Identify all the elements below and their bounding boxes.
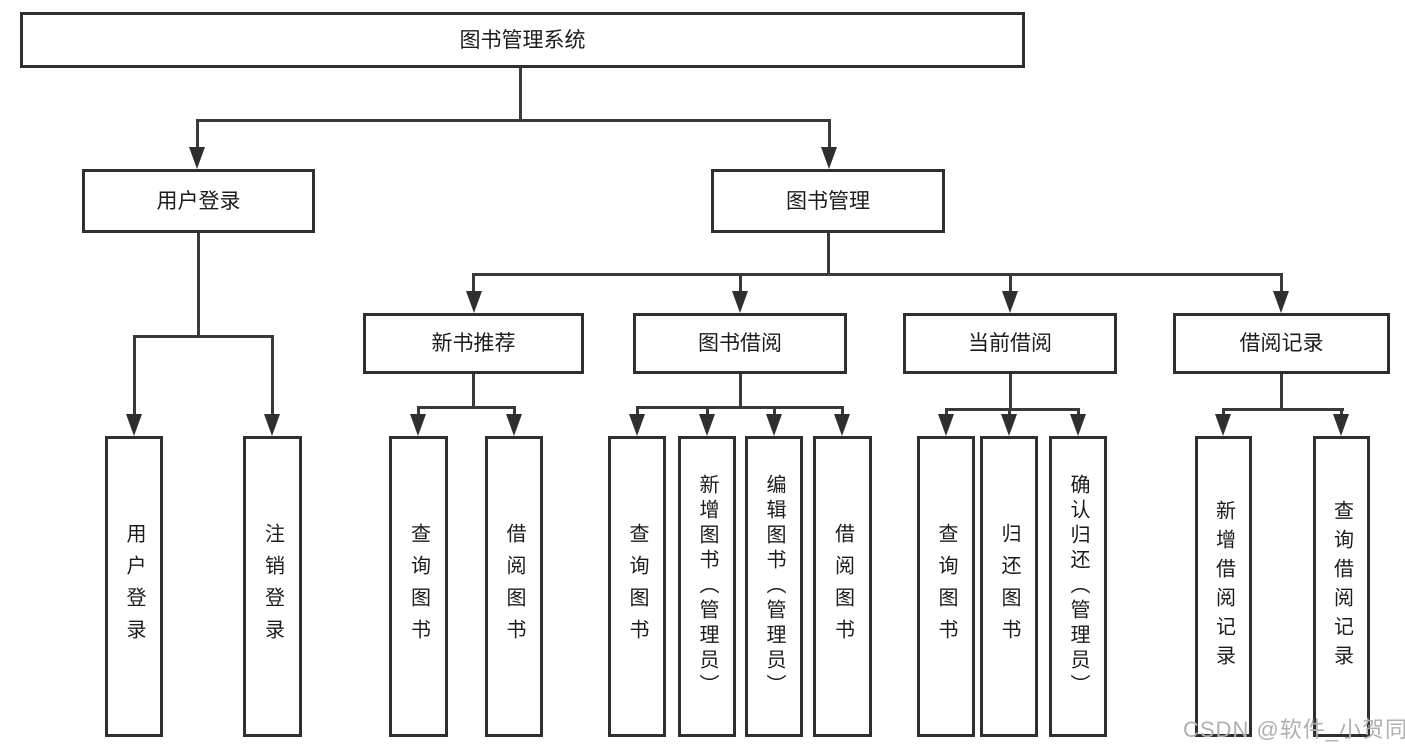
arrow-borrow-records-child-1: [1215, 414, 1231, 436]
connector-borrow-records-branch: [1222, 408, 1344, 411]
node-book-management: 图书管理: [711, 169, 945, 233]
leaf-borrow-books-recommend-label: 借阅图书: [503, 522, 525, 651]
arrow-book-borrow-child-3: [766, 414, 782, 436]
connector-book-borrow-drop-3: [773, 406, 776, 416]
connector-borrow-records-drop-1: [1222, 408, 1225, 416]
connector-root-right-drop: [828, 119, 831, 149]
leaf-edit-books-admin-label: 编辑图书（管理员）: [763, 474, 785, 699]
connector-user-login-drop-2: [271, 335, 274, 416]
arrow-book-borrow-child-4: [834, 414, 850, 436]
arrow-book-borrow-child-1: [629, 414, 645, 436]
node-book-borrow-label: 图书借阅: [698, 332, 782, 355]
leaf-confirm-return-admin-label: 确认归还（管理员）: [1067, 474, 1089, 699]
node-borrow-records-label: 借阅记录: [1239, 332, 1324, 355]
connector-new-book-drop-1: [417, 406, 420, 416]
leaf-borrow-books: 借阅图书: [813, 436, 872, 737]
leaf-user-login: 用户登录: [105, 436, 163, 737]
connector-book-borrow-drop-2: [706, 406, 709, 416]
connector-current-borrow-drop-1: [945, 408, 948, 416]
leaf-query-books-recommend-label: 查询图书: [407, 522, 430, 651]
connector-drop-new-book: [472, 273, 475, 293]
connector-book-borrow-stem: [739, 374, 742, 409]
arrow-new-book-child-1: [410, 414, 426, 436]
leaf-add-books-admin: 新增图书（管理员）: [678, 436, 736, 737]
leaf-query-books-current-label: 查询图书: [935, 522, 957, 651]
leaf-query-books-borrow-label: 查询图书: [626, 522, 648, 651]
arrow-to-book-management: [821, 147, 837, 169]
arrow-to-current-borrow: [1002, 291, 1018, 313]
arrow-to-leaf-logout: [264, 414, 280, 436]
leaf-add-books-admin-label: 新增图书（管理员）: [696, 474, 718, 699]
node-current-borrow-label: 当前借阅: [968, 332, 1052, 355]
leaf-query-borrow-record: 查询借阅记录: [1313, 436, 1370, 737]
connector-new-book-drop-2: [513, 406, 516, 416]
csdn-watermark: CSDN @软件_小贺同学: [1183, 717, 1405, 742]
leaf-confirm-return-admin: 确认归还（管理员）: [1049, 436, 1107, 737]
node-root: 图书管理系统: [20, 12, 1025, 68]
connector-drop-current-borrow: [1009, 273, 1012, 293]
node-book-management-label: 图书管理: [786, 189, 870, 213]
arrow-borrow-records-child-2: [1333, 414, 1349, 436]
connector-current-borrow-stem: [1009, 374, 1012, 411]
connector-root-stem: [519, 68, 522, 119]
arrow-book-borrow-child-2: [699, 414, 715, 436]
node-current-borrow: 当前借阅: [903, 313, 1117, 374]
connector-new-book-branch: [417, 406, 516, 409]
node-user-login: 用户登录: [82, 169, 315, 233]
node-book-borrow: 图书借阅: [633, 313, 847, 374]
arrow-to-borrow-records: [1273, 291, 1289, 313]
leaf-query-books-borrow: 查询图书: [608, 436, 666, 737]
connector-user-login-branch: [133, 335, 274, 338]
node-borrow-records: 借阅记录: [1173, 313, 1390, 374]
leaf-edit-books-admin: 编辑图书（管理员）: [745, 436, 803, 737]
leaf-query-books-current: 查询图书: [917, 436, 975, 737]
leaf-logout: 注销登录: [243, 436, 302, 737]
connector-current-borrow-drop-2: [1008, 408, 1011, 416]
leaf-query-books-recommend: 查询图书: [389, 436, 448, 737]
leaf-return-books-label: 归还图书: [998, 522, 1020, 651]
arrow-to-leaf-user-login: [126, 414, 142, 436]
arrow-to-user-login: [189, 147, 205, 169]
connector-drop-book-borrow: [739, 273, 742, 293]
arrow-current-borrow-child-3: [1070, 414, 1086, 436]
connector-root-branch: [196, 119, 831, 122]
arrow-current-borrow-child-2: [1001, 414, 1017, 436]
connector-root-left-drop: [196, 119, 199, 149]
arrow-new-book-child-2: [506, 414, 522, 436]
leaf-return-books: 归还图书: [980, 436, 1038, 737]
node-user-login-label: 用户登录: [156, 189, 241, 213]
leaf-user-login-label: 用户登录: [123, 522, 145, 651]
connector-book-borrow-drop-4: [841, 406, 844, 416]
connector-book-mgmt-stem: [827, 233, 830, 276]
node-new-book-recommend-label: 新书推荐: [431, 332, 516, 355]
leaf-borrow-books-label: 借阅图书: [831, 522, 854, 651]
connector-user-login-stem: [197, 233, 200, 338]
leaf-logout-label: 注销登录: [261, 522, 284, 651]
leaf-add-borrow-record: 新增借阅记录: [1195, 436, 1252, 737]
arrow-to-book-borrow: [732, 291, 748, 313]
connector-book-borrow-branch: [636, 406, 844, 409]
leaf-borrow-books-recommend: 借阅图书: [485, 436, 543, 737]
connector-user-login-drop-1: [133, 335, 136, 416]
connector-current-borrow-drop-3: [1077, 408, 1080, 416]
connector-current-borrow-branch: [945, 408, 1080, 411]
connector-borrow-records-stem: [1280, 374, 1283, 411]
leaf-add-borrow-record-label: 新增借阅记录: [1212, 499, 1235, 674]
connector-book-borrow-drop-1: [636, 406, 639, 416]
node-new-book-recommend: 新书推荐: [363, 313, 584, 374]
node-root-label: 图书管理系统: [459, 28, 586, 52]
connector-book-mgmt-branch: [472, 273, 1282, 276]
connector-drop-borrow-records: [1280, 273, 1283, 293]
connector-borrow-records-drop-2: [1340, 408, 1343, 416]
leaf-query-borrow-record-label: 查询借阅记录: [1330, 499, 1353, 674]
connector-new-book-stem: [472, 374, 475, 409]
arrow-to-new-book-recommend: [466, 291, 482, 313]
arrow-current-borrow-child-1: [938, 414, 954, 436]
